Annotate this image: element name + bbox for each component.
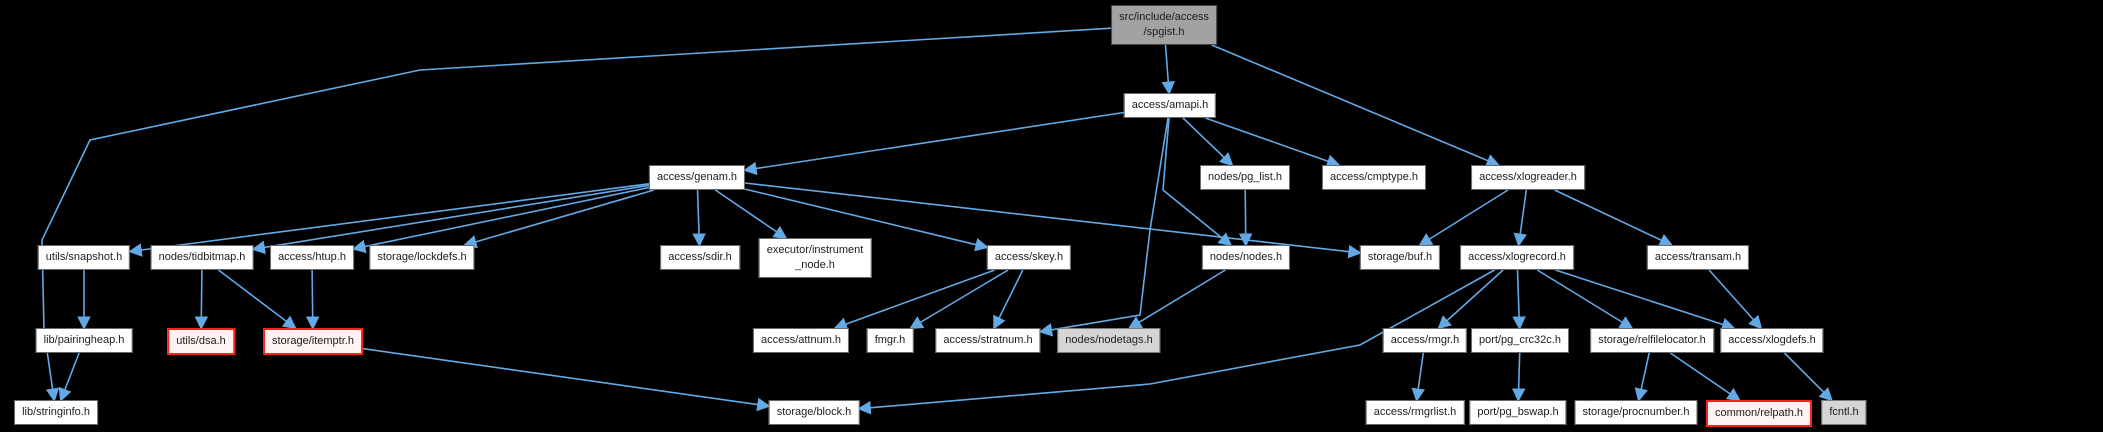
edge-tidbitmap-to-itemptr <box>218 269 297 330</box>
node-fmgr[interactable]: fmgr.h <box>866 328 914 353</box>
edge-genam-to-instrument <box>714 189 788 240</box>
edge-xlogrecord-to-relfilelocator <box>1536 269 1634 330</box>
node-amapi[interactable]: access/amapi.h <box>1123 93 1217 118</box>
edge-nodes-to-nodetags <box>1127 269 1226 330</box>
edge-tidbitmap-to-dsa <box>194 269 209 331</box>
edge-genam-to-skey <box>744 188 989 252</box>
node-xlogdefs[interactable]: access/xlogdefs.h <box>1720 328 1824 353</box>
edge-amapi-to-genam <box>743 111 1124 176</box>
node-pairingheap[interactable]: lib/pairingheap.h <box>35 328 133 353</box>
node-stringinfo[interactable]: lib/stringinfo.h <box>14 400 98 425</box>
node-rmgrlist[interactable]: access/rmgrlist.h <box>1365 400 1465 425</box>
edge-transam-to-xlogdefs <box>1708 269 1763 330</box>
edge-spgist-to-amapi <box>1161 44 1176 96</box>
node-attnum[interactable]: access/attnum.h <box>752 328 850 353</box>
node-bswap[interactable]: port/pg_bswap.h <box>1469 400 1567 425</box>
edge-pairingheap-to-stringinfo <box>58 352 80 402</box>
edge-pg_list-to-nodes <box>1238 189 1253 248</box>
edge-spgist-to-xlogreader <box>1211 44 1501 167</box>
node-pg_list[interactable]: nodes/pg_list.h <box>1200 165 1290 190</box>
edge-genam-to-lockdefs <box>463 189 655 249</box>
edge-xlogdefs-to-fcntl <box>1783 352 1833 402</box>
node-block[interactable]: storage/block.h <box>768 400 860 425</box>
node-relpath[interactable]: common/relpath.h <box>1705 400 1813 427</box>
node-tidbitmap[interactable]: nodes/tidbitmap.h <box>150 245 254 270</box>
edge-skey-to-fmgr <box>909 269 1009 330</box>
node-nodes[interactable]: nodes/nodes.h <box>1201 245 1291 270</box>
node-transam[interactable]: access/transam.h <box>1646 245 1750 270</box>
edge-xlogrecord-to-block <box>857 269 1495 415</box>
node-stratnum[interactable]: access/stratnum.h <box>935 328 1041 353</box>
edge-amapi-to-nodes <box>1162 117 1233 247</box>
node-htup[interactable]: access/htup.h <box>270 245 354 270</box>
node-snapshot[interactable]: utils/snapshot.h <box>37 245 131 270</box>
edge-relfilelocator-to-procnumber <box>1634 352 1650 402</box>
edge-rmgr-to-rmgrlist <box>1411 352 1426 403</box>
edge-xlogreader-to-buf <box>1418 189 1509 247</box>
node-procnumber[interactable]: storage/procnumber.h <box>1574 400 1698 425</box>
node-xlogreader[interactable]: access/xlogreader.h <box>1471 165 1585 190</box>
edge-xlogrecord-to-xlogdefs <box>1555 269 1736 331</box>
edge-genam-to-sdir <box>692 189 706 248</box>
node-buf[interactable]: storage/buf.h <box>1359 245 1441 270</box>
edge-itemptr-to-block <box>362 347 771 412</box>
node-dsa[interactable]: utils/dsa.h <box>167 328 235 355</box>
edge-skey-to-stratnum <box>993 269 1024 330</box>
node-nodetags: nodes/nodetags.h <box>1057 328 1161 353</box>
edge-xlogreader-to-transam <box>1554 189 1674 247</box>
node-skey[interactable]: access/skey.h <box>986 245 1072 270</box>
node-spgist: src/include/access /spgist.h <box>1111 5 1217 45</box>
node-xlogrecord[interactable]: access/xlogrecord.h <box>1460 245 1574 270</box>
edge-xlogreader-to-xlogrecord <box>1513 189 1528 248</box>
edge-genam-to-tidbitmap <box>251 184 650 255</box>
edge-xlogrecord-to-crc32c <box>1512 269 1526 331</box>
node-cmptype[interactable]: access/cmptype.h <box>1321 165 1427 190</box>
node-genam[interactable]: access/genam.h <box>648 165 746 190</box>
node-sdir[interactable]: access/sdir.h <box>660 245 740 270</box>
edge-amapi-to-pg_list <box>1182 117 1234 167</box>
node-lockdefs[interactable]: storage/lockdefs.h <box>369 245 475 270</box>
edge-relfilelocator-to-relpath <box>1669 352 1741 402</box>
edge-genam-to-buf <box>745 182 1362 259</box>
node-relfilelocator[interactable]: storage/relfilelocator.h <box>1590 328 1714 353</box>
edge-htup-to-itemptr <box>305 269 320 331</box>
edge-genam-to-htup <box>351 186 650 254</box>
edge-amapi-to-stratnum <box>1038 117 1169 337</box>
node-rmgr[interactable]: access/rmgr.h <box>1382 328 1468 353</box>
edge-xlogrecord-to-rmgr <box>1437 269 1504 330</box>
edge-genam-to-snapshot <box>128 183 650 257</box>
edge-skey-to-attnum <box>833 269 995 331</box>
edge-crc32c-to-bswap <box>1511 352 1526 403</box>
node-itemptr[interactable]: storage/itemptr.h <box>263 328 363 355</box>
node-fcntl: fcntl.h <box>1821 400 1867 425</box>
edge-amapi-to-cmptype <box>1205 117 1341 168</box>
node-crc32c[interactable]: port/pg_crc32c.h <box>1471 328 1569 353</box>
node-instrument[interactable]: executor/instrument _node.h <box>758 238 872 278</box>
